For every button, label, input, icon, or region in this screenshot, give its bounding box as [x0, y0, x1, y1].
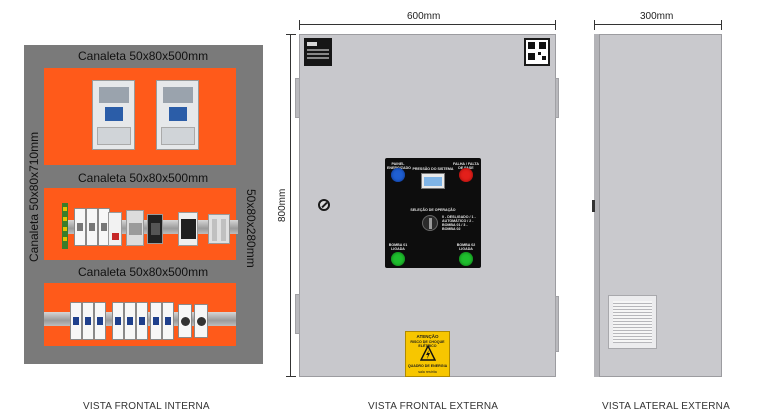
door-hinge-right-top: [555, 78, 559, 118]
soft-starter: [178, 212, 198, 246]
pressure-display: [421, 173, 445, 189]
warning-footer: QUADRO DE ENERGIA: [407, 364, 448, 368]
canaleta-top-label: Canaleta 50x80x500mm: [78, 49, 209, 63]
selector-options-text: 0 - DESLIGADO / 1 - AUTOMÁTICO / 2 - BOM…: [442, 215, 476, 231]
lamp-red-fault: [459, 168, 473, 182]
relay-module: [108, 212, 122, 246]
circuit-breaker-3: [94, 302, 106, 340]
side-width-tick-left: [594, 20, 595, 30]
label-pump1-on: BOMBA 01 LIGADA: [388, 243, 408, 251]
top-mounting-plate: [44, 68, 236, 165]
side-width-label: 300mm: [640, 11, 674, 22]
door-lock-icon[interactable]: [318, 199, 330, 211]
circuit-breaker-1: [70, 302, 82, 340]
selector-switch[interactable]: [422, 215, 438, 231]
surge-protector-1: [178, 304, 192, 338]
side-width-tick-right: [721, 20, 722, 30]
canaleta-right-label: 50x80x280mm: [244, 189, 258, 268]
canaleta-vertical-label: Canaleta 50x80x710mm: [27, 131, 41, 262]
front-height-tick-bottom: [286, 376, 296, 377]
lamp-blue-energized: [391, 168, 405, 182]
contactor: [147, 214, 163, 244]
caption-front: VISTA FRONTAL EXTERNA: [368, 401, 499, 412]
ventilation-grille: [608, 295, 657, 349]
front-width-tick-left: [299, 20, 300, 30]
side-door-edge: [594, 34, 600, 377]
caption-side: VISTA LATERAL EXTERNA: [602, 401, 730, 412]
circuit-breaker-4: [112, 302, 124, 340]
door-hinge-bottom: [295, 294, 300, 334]
breaker-group: [70, 302, 210, 340]
qr-code-label: [524, 38, 550, 66]
front-height-dim-line: [290, 34, 291, 377]
caption-internal: VISTA FRONTAL INTERNA: [83, 401, 210, 412]
motor-breaker-2: [86, 208, 98, 246]
front-width-label: 600mm: [407, 11, 441, 22]
circuit-breaker-8: [162, 302, 174, 340]
door-hinge-right-bottom: [555, 296, 559, 352]
canaleta-middle-label: Canaleta 50x80x500mm: [78, 171, 209, 185]
fuse-holders: [208, 214, 230, 244]
terminal-block-strip: [62, 203, 68, 249]
circuit-breaker-2: [82, 302, 94, 340]
warning-small: sala restrita: [418, 370, 437, 374]
controller-module-1: [92, 80, 135, 150]
canaleta-bottom-label: Canaleta 50x80x500mm: [78, 265, 209, 279]
motor-breaker-1: [74, 208, 86, 246]
lamp-green-pump1: [391, 252, 405, 266]
manufacturer-nameplate: [304, 38, 332, 66]
lamp-green-pump2: [459, 252, 473, 266]
surge-protector-2: [194, 304, 208, 338]
label-system-pressure: PRESSÃO DO SISTEMA: [412, 167, 454, 171]
front-width-tick-right: [555, 20, 556, 30]
power-supply: [126, 210, 144, 246]
label-operation-select: SELEÇÃO DE OPERAÇÃO: [410, 208, 456, 212]
circuit-breaker-6: [136, 302, 148, 340]
side-width-dim-line: [594, 24, 722, 25]
front-height-label: 800mm: [277, 188, 288, 222]
front-width-dim-line: [299, 24, 556, 25]
warning-title: ATENÇÃO: [416, 334, 439, 339]
side-handle: [592, 200, 595, 212]
high-voltage-icon: [419, 344, 437, 361]
circuit-breaker-5: [124, 302, 136, 340]
warning-sign: ATENÇÃO RISCO DE CHOQUE ELÉTRICO QUADRO …: [405, 331, 450, 377]
front-height-tick-top: [286, 34, 296, 35]
label-pump2-on: BOMBA 02 LIGADA: [456, 243, 476, 251]
door-hinge-top: [295, 78, 300, 118]
controller-module-2: [156, 80, 199, 150]
circuit-breaker-7: [150, 302, 162, 340]
operator-control-panel: PAINEL ENERGIZADO FALHA / FALTA DE FASE …: [385, 158, 481, 268]
